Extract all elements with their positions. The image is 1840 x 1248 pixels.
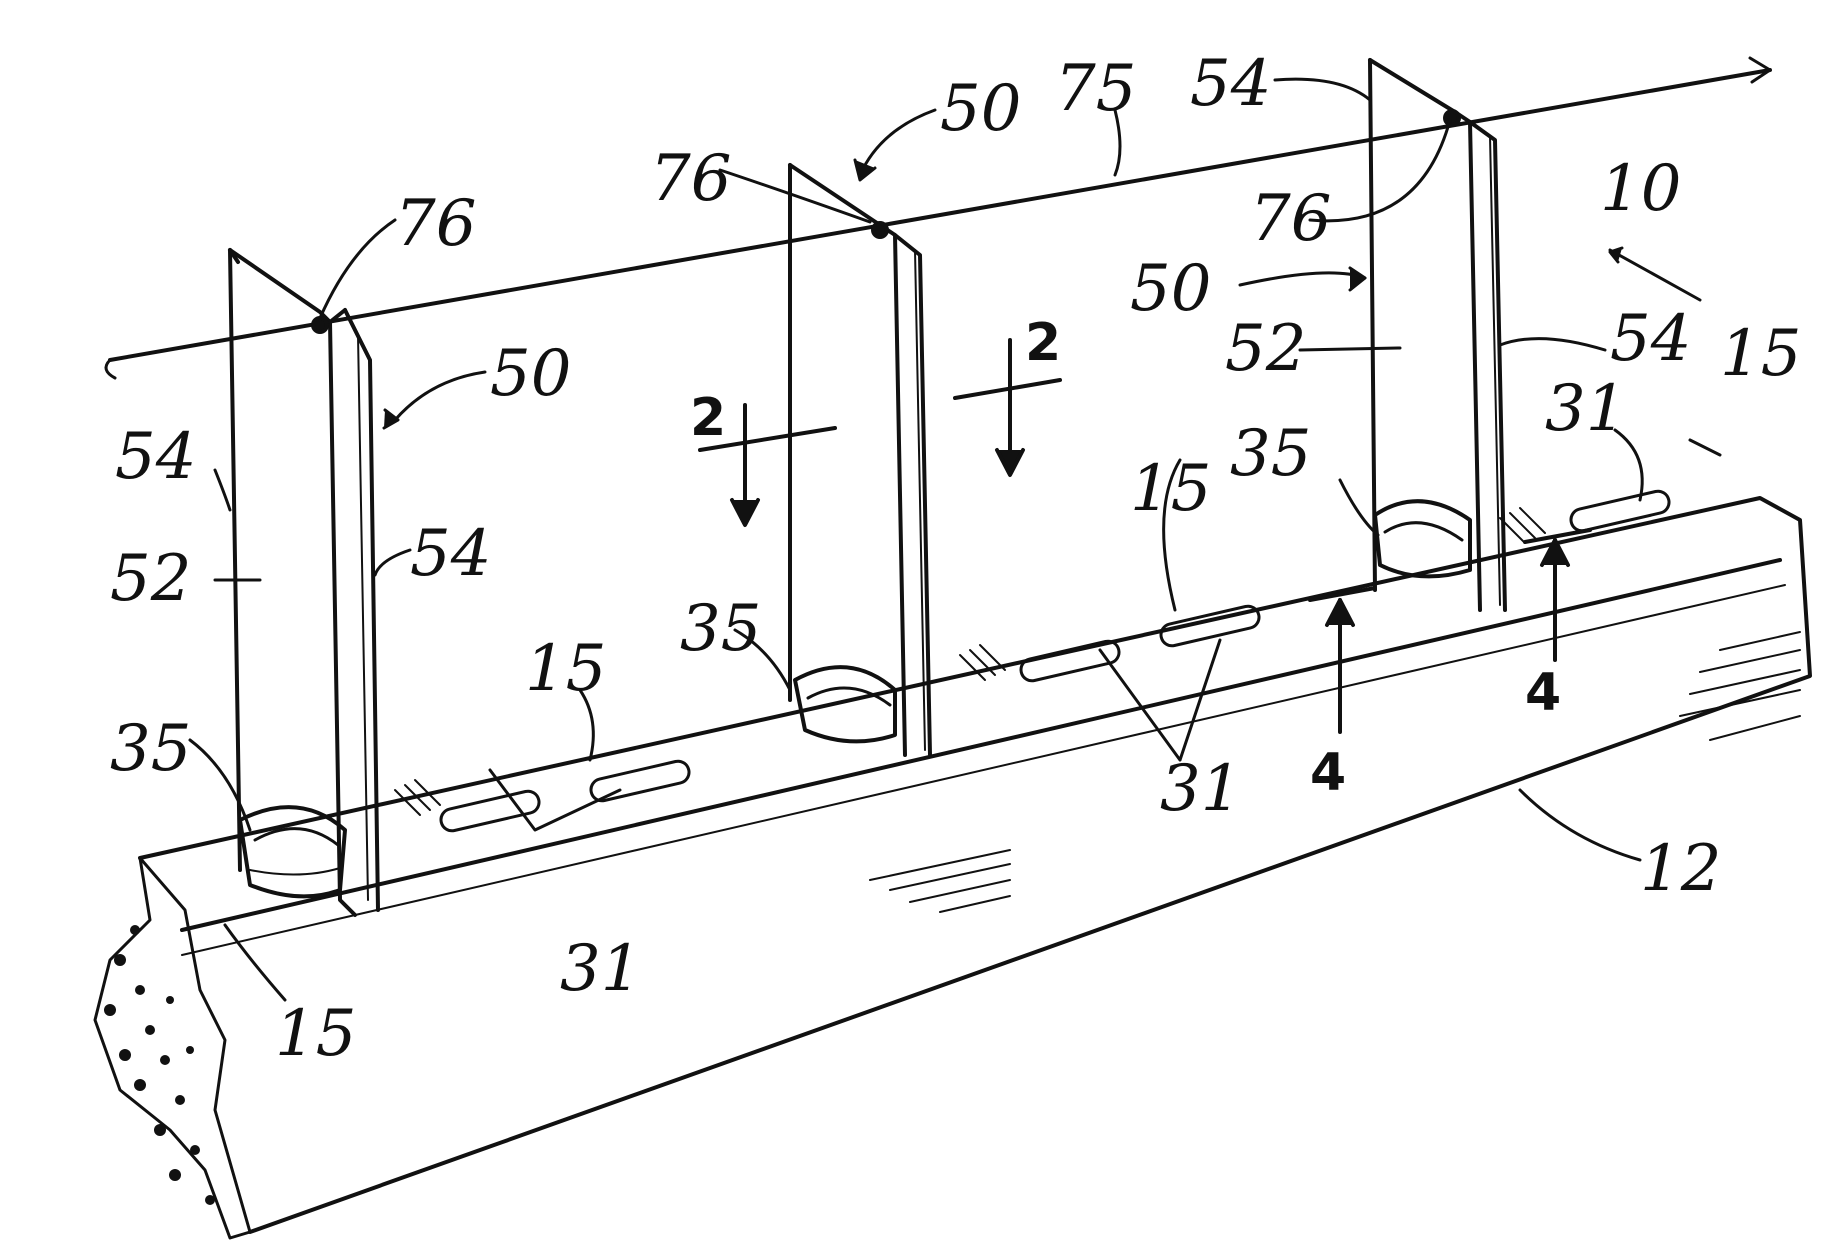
clip-middle	[795, 667, 895, 741]
label-35-middle: 35	[680, 592, 761, 666]
label-54-right: 54	[1610, 302, 1691, 376]
clip-left	[240, 807, 345, 896]
label-section-2-left: 2	[690, 388, 726, 448]
label-31-left: 31	[560, 932, 641, 1006]
label-54-right-top: 54	[1190, 47, 1271, 121]
label-31-middle: 31	[1160, 752, 1241, 826]
label-35-left: 35	[110, 712, 191, 786]
label-15-end: 15	[275, 997, 356, 1071]
label-54-left-outer: 54	[115, 420, 196, 494]
slot-5	[1569, 489, 1671, 533]
label-50-right: 50	[1130, 252, 1211, 326]
label-52-right: 52	[1225, 312, 1306, 386]
label-section-4-right: 4	[1525, 663, 1561, 723]
label-section-2-right: 2	[1025, 313, 1061, 373]
label-76-middle: 76	[650, 142, 731, 216]
label-50-middle: 50	[940, 72, 1021, 146]
label-section-4-left: 4	[1310, 743, 1346, 803]
label-31-right: 31	[1545, 372, 1626, 446]
label-15-right: 15	[1720, 317, 1801, 391]
label-35-right: 35	[1230, 417, 1311, 491]
label-54-left-inner: 54	[410, 517, 491, 591]
section-marker-2	[700, 340, 1060, 525]
slots	[439, 489, 1671, 833]
label-52-left: 52	[110, 542, 191, 616]
label-50-left: 50	[490, 337, 571, 411]
label-76-left: 76	[395, 187, 476, 261]
label-76-right: 76	[1250, 182, 1331, 256]
label-75: 75	[1055, 52, 1136, 126]
label-15-left: 15	[525, 632, 606, 706]
label-15-middle: 15	[1130, 452, 1211, 526]
label-12: 12	[1640, 832, 1721, 906]
panel-middle	[790, 165, 930, 755]
base-beam	[95, 498, 1810, 1238]
label-10: 10	[1600, 152, 1681, 226]
section-labels: 2 2 4 4	[690, 313, 1561, 803]
slot-1	[439, 789, 541, 833]
